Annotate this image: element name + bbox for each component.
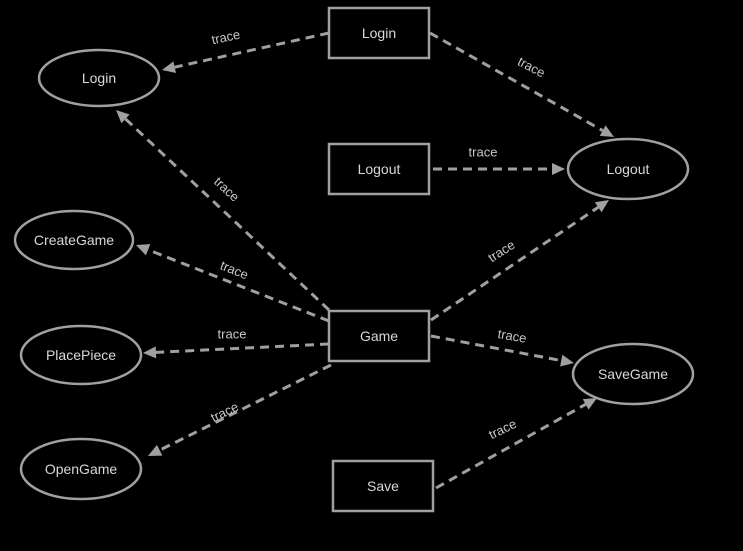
arrowhead-icon: [599, 125, 614, 137]
arrowhead-icon: [148, 444, 163, 456]
component-label: Save: [367, 478, 399, 494]
arrowhead-icon: [582, 398, 597, 410]
use-case-node[interactable]: Login: [37, 48, 161, 108]
arrowhead-icon: [136, 244, 151, 256]
component-box: [331, 459, 435, 513]
use-case-ellipse: [566, 137, 690, 201]
use-case-node[interactable]: SaveGame: [571, 342, 695, 406]
use-case-label: SaveGame: [598, 366, 668, 382]
trace-edge: trace: [143, 326, 330, 359]
trace-edge: trace: [136, 244, 330, 323]
trace-edge-line: [429, 31, 604, 132]
component-node[interactable]: Save: [331, 459, 435, 513]
trace-edge-label: trace: [218, 258, 250, 283]
use-case-label: PlacePiece: [46, 347, 116, 363]
trace-edge-line: [124, 117, 331, 312]
trace-edge-line: [435, 403, 587, 490]
trace-edge: trace: [433, 144, 565, 175]
component-box: [327, 309, 431, 363]
trace-edge-label: trace: [208, 399, 241, 425]
arrowhead-icon: [552, 163, 565, 175]
trace-edge-line: [147, 248, 330, 323]
trace-edge: trace: [148, 363, 332, 456]
use-case-node[interactable]: CreateGame: [13, 209, 135, 271]
arrowhead-icon: [560, 354, 574, 367]
trace-edge: trace: [435, 398, 597, 490]
arrowhead-icon: [594, 200, 609, 213]
trace-edge-label: trace: [485, 237, 517, 265]
component-label: Login: [362, 25, 396, 41]
arrowhead-icon: [143, 346, 157, 359]
use-case-label: Login: [82, 70, 116, 86]
trace-edge: trace: [430, 200, 609, 322]
use-case-node[interactable]: PlacePiece: [19, 324, 143, 386]
use-case-label: OpenGame: [45, 461, 118, 477]
use-case-ellipse: [13, 209, 135, 271]
use-case-ellipse: [37, 48, 161, 108]
trace-edge-label: trace: [497, 326, 528, 346]
trace-edge-line: [174, 31, 330, 69]
component-node[interactable]: Logout: [327, 142, 431, 196]
trace-edge-label: trace: [469, 144, 498, 159]
use-case-ellipse: [571, 342, 695, 406]
use-case-label: Logout: [607, 161, 650, 177]
trace-edge: trace: [429, 31, 614, 137]
trace-edge: trace: [162, 27, 330, 74]
trace-edge-label: trace: [218, 326, 247, 341]
component-box: [327, 142, 431, 196]
trace-edge: trace: [116, 110, 331, 312]
trace-edge: trace: [430, 326, 574, 367]
use-case-ellipse: [19, 437, 143, 501]
arrowhead-icon: [162, 61, 176, 74]
component-label: Logout: [358, 161, 401, 177]
use-case-label: CreateGame: [34, 232, 114, 248]
component-node[interactable]: Game: [327, 309, 431, 363]
trace-edge-line: [158, 363, 332, 452]
trace-edge-label: trace: [211, 174, 242, 205]
component-box: [327, 6, 431, 60]
use-case-node[interactable]: Logout: [566, 137, 690, 201]
trace-edge-line: [155, 342, 330, 354]
trace-edge-label: trace: [210, 27, 241, 48]
component-label: Game: [360, 328, 398, 344]
arrowhead-icon: [116, 110, 130, 124]
trace-edge-line: [430, 206, 600, 322]
component-node[interactable]: Login: [327, 6, 431, 60]
trace-edge-label: trace: [486, 416, 519, 442]
use-case-ellipse: [19, 324, 143, 386]
trace-edge-label: trace: [515, 54, 548, 81]
use-case-node[interactable]: OpenGame: [19, 437, 143, 501]
trace-edge-line: [430, 334, 562, 363]
